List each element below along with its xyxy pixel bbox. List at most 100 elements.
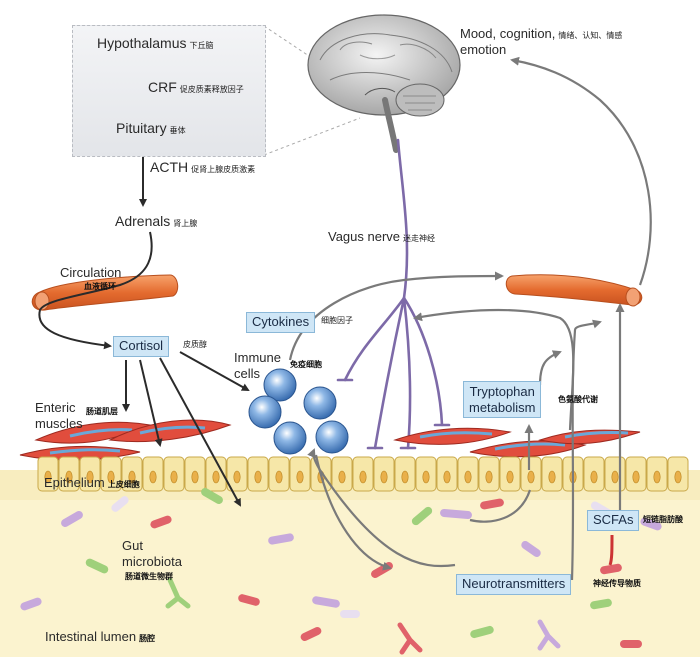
circulation-text: Circulation — [60, 265, 122, 280]
immune-cell — [273, 421, 307, 455]
epithelium-cell-layer — [37, 456, 689, 492]
epithelium-cell-nucleus — [65, 470, 73, 484]
epithelium-cell-nucleus — [674, 470, 682, 484]
immune-cell — [248, 395, 282, 429]
epithelium-cell-nucleus — [86, 470, 94, 484]
tryptophan-line1: Tryptophan — [469, 384, 535, 399]
epithelium-cell-nucleus — [506, 470, 514, 484]
vagus-nerve — [336, 138, 451, 450]
cytokines-cn: 细胞因子 — [321, 316, 353, 325]
epithelium-cell-nucleus — [170, 470, 178, 484]
cytokines-text: Cytokines — [252, 314, 310, 329]
epithelium-cell-nucleus — [401, 470, 409, 484]
epithelium-cn: 上皮细胞 — [107, 480, 140, 489]
cortisol-arrows — [122, 351, 250, 507]
immune-line2: cells — [234, 365, 261, 381]
enteric-muscles-label: Enteric muscles — [35, 400, 83, 431]
intestinal-lumen-area — [0, 470, 700, 657]
immune-cell — [263, 368, 297, 402]
enteric-cn: 肠道肌层 — [86, 407, 118, 416]
epithelium-cell-nucleus — [422, 470, 430, 484]
adrenals-text: Adrenals — [115, 213, 171, 229]
crf-cn: 促皮质素释放因子 — [179, 85, 244, 94]
vagus-cn: 迷走神经 — [403, 234, 436, 243]
microbiota-line2: microbiota — [122, 553, 182, 569]
pituitary-text: Pituitary — [116, 120, 167, 136]
neurotransmitters-cn: 神经传导物质 — [593, 579, 641, 588]
epithelium-cell-nucleus — [149, 470, 157, 484]
scfas-cn: 短链脂肪酸 — [643, 515, 683, 524]
epithelium-cell-nucleus — [275, 470, 283, 484]
epithelium-cell-nucleus — [233, 470, 241, 484]
epithelium-cell-nucleus — [191, 470, 199, 484]
epithelium-cell-nucleus — [464, 470, 472, 484]
cortisol-cn: 皮质醇 — [183, 340, 207, 349]
adrenals-cn: 肾上腺 — [173, 219, 198, 228]
enteric-line2: muscles — [35, 415, 83, 431]
epithelium-cell-nucleus — [212, 470, 220, 484]
epithelium-cell-nucleus — [485, 470, 493, 484]
immune-cells-cluster — [248, 368, 349, 455]
tryptophan-metabolism-box: Tryptophan metabolism — [463, 381, 542, 419]
epithelium-cell-nucleus — [254, 470, 262, 484]
epithelium-cell-nucleus — [653, 470, 661, 484]
mood-line2: emotion — [460, 42, 507, 58]
circulation-cn: 血液循环 — [84, 282, 116, 291]
blood-vessel-right — [505, 274, 643, 307]
cortisol-box: Cortisol — [113, 336, 170, 357]
epithelium-cell-nucleus — [527, 470, 535, 484]
neurotransmitters-text: Neurotransmitters — [462, 576, 566, 591]
tryptophan-cn: 色氨酸代谢 — [558, 395, 598, 404]
acth-cn: 促肾上腺皮质激素 — [191, 165, 256, 174]
immune-cells-label: Immune cells — [234, 350, 281, 381]
gut-microbiota-label: Gut microbiota — [122, 538, 182, 569]
epithelium-cell-nucleus — [107, 470, 115, 484]
epithelium-cell-nucleus — [380, 470, 388, 484]
epithelium-cell-nucleus — [632, 470, 640, 484]
scfas-box: SCFAs — [587, 510, 640, 531]
immune-line1: Immune — [234, 350, 281, 365]
epithelium-cell-nucleus — [611, 470, 619, 484]
epithelium-cell-nucleus — [590, 470, 598, 484]
cortisol-text: Cortisol — [119, 338, 164, 353]
tryptophan-line2: metabolism — [469, 399, 536, 415]
epithelium-cell-nucleus — [296, 470, 304, 484]
immune-cn: 免疫细胞 — [290, 360, 322, 369]
microbiota-line1: Gut — [122, 538, 143, 553]
enteric-line1: Enteric — [35, 400, 76, 415]
acth-text: ACTH — [150, 159, 189, 175]
epithelium-text: Epithelium — [44, 475, 105, 490]
cytokines-box: Cytokines — [246, 312, 316, 333]
pituitary-cn: 垂体 — [169, 126, 186, 135]
crf-text: CRF — [148, 79, 177, 95]
hypothalamus-cn: 下丘脑 — [189, 41, 214, 50]
epithelium-cell-nucleus — [128, 470, 136, 484]
mood-label: Mood, cognition,情绪、认知、情感 emotion — [460, 26, 622, 59]
brain-illustration — [307, 14, 461, 153]
scfas-text: SCFAs — [593, 512, 634, 527]
immune-cell — [315, 420, 349, 454]
lumen-cn: 肠腔 — [139, 634, 156, 643]
epithelium-cell-nucleus — [548, 470, 556, 484]
hypothalamus-panel — [72, 25, 266, 157]
circulation-label: Circulation — [60, 265, 122, 280]
signalling-arrows — [288, 56, 652, 581]
epithelium-cell-nucleus — [44, 470, 52, 484]
immune-cell — [303, 386, 337, 420]
epithelium-cell-nucleus — [338, 470, 346, 484]
lumen-text: Intestinal lumen — [45, 629, 137, 644]
neurotransmitters-box: Neurotransmitters — [456, 574, 572, 595]
mood-cn: 情绪、认知、情感 — [558, 31, 623, 40]
vagus-text: Vagus nerve — [328, 229, 401, 244]
epithelium-cell-nucleus — [359, 470, 367, 484]
microbiota-cn: 肠道微生物群 — [125, 572, 173, 581]
